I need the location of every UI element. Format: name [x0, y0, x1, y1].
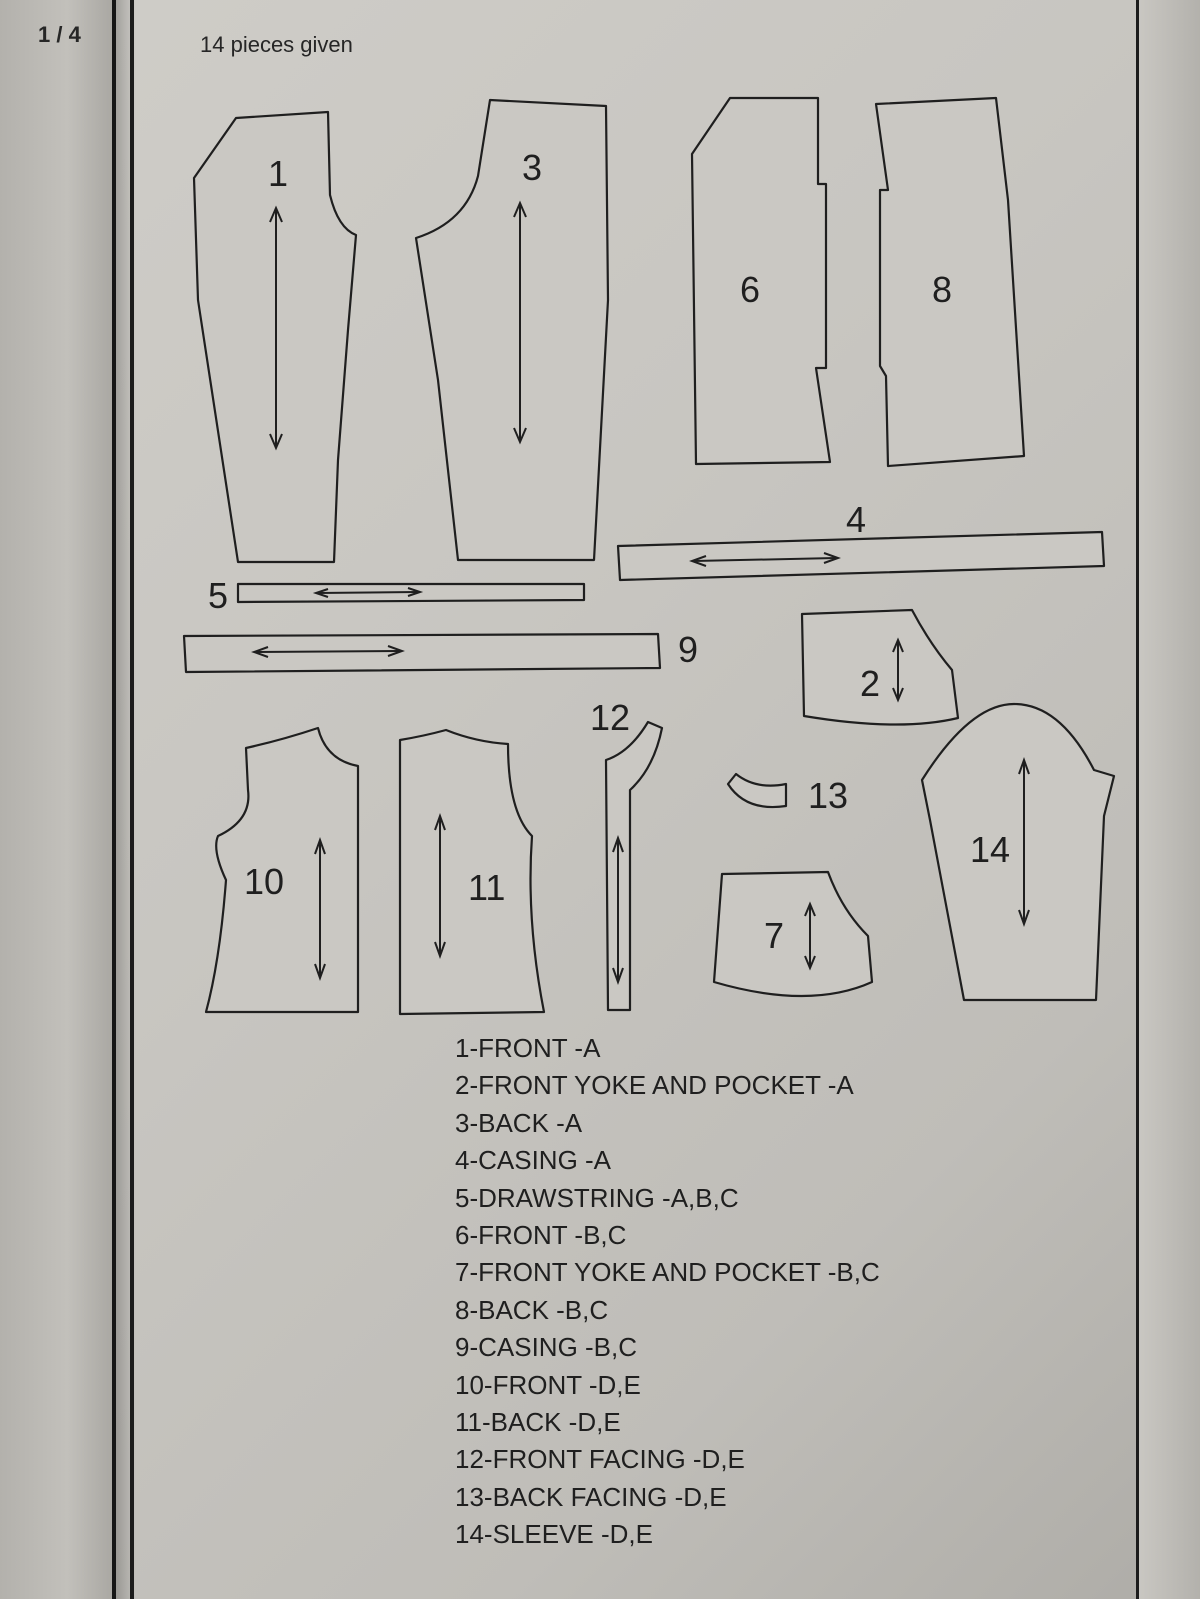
- piece-10-front-bodice: 10: [204, 726, 360, 1014]
- legend-item: 3-BACK -A: [455, 1107, 583, 1138]
- piece-11-back-bodice: 11: [398, 728, 546, 1016]
- legend-item: 10-FRONT -D,E: [455, 1369, 641, 1400]
- legend-item: 6-FRONT -B,C: [455, 1220, 627, 1251]
- piece-number-13: 13: [808, 775, 848, 816]
- piece-number-14: 14: [970, 829, 1010, 870]
- piece-number-8: 8: [932, 269, 952, 310]
- piece-6-front: 6: [690, 96, 832, 466]
- legend-item: 2-FRONT YOKE AND POCKET -A: [455, 1070, 854, 1101]
- pieces-given-label: 14 pieces given: [200, 32, 353, 57]
- legend-item: 7-FRONT YOKE AND POCKET -B,C: [455, 1257, 880, 1288]
- legend-item: 9-CASING -B,C: [455, 1332, 638, 1363]
- piece-7-front-yoke-pocket: 7: [712, 870, 874, 998]
- legend-item: 8-BACK -B,C: [455, 1294, 609, 1325]
- piece-8-back: 8: [874, 96, 1026, 468]
- legend-item: 14-SLEEVE -D,E: [455, 1519, 653, 1550]
- piece-4-casing: 4: [616, 499, 1106, 582]
- piece-2-front-yoke-pocket: 2: [800, 608, 960, 726]
- piece-14-sleeve: 14: [920, 702, 1116, 1002]
- piece-number-11: 11: [468, 867, 505, 908]
- piece-number-12: 12: [590, 697, 630, 738]
- piece-number-6: 6: [740, 269, 760, 310]
- legend-item: 12-FRONT FACING -D,E: [455, 1444, 745, 1475]
- piece-number-1: 1: [268, 153, 288, 194]
- piece-3-back: 3: [414, 98, 610, 562]
- piece-9-casing: 9: [182, 629, 698, 674]
- piece-number-7: 7: [764, 915, 784, 956]
- piece-number-10: 10: [244, 861, 284, 902]
- piece-5-drawstring: 5: [208, 575, 586, 616]
- piece-13-back-facing: 13: [726, 772, 848, 816]
- piece-1-front: 1: [192, 110, 358, 564]
- pattern-pieces-legend: 1-FRONT -A 2-FRONT YOKE AND POCKET -A 3-…: [455, 1030, 880, 1554]
- legend-item: 11-BACK -D,E: [455, 1407, 621, 1438]
- legend-item: 4-CASING -A: [455, 1145, 612, 1176]
- legend-item: 13-BACK FACING -D,E: [455, 1481, 727, 1512]
- legend-item: 1-FRONT -A: [455, 1033, 601, 1063]
- piece-number-9: 9: [678, 629, 698, 670]
- left-folded-page: [0, 0, 116, 1599]
- piece-number-3: 3: [522, 147, 542, 188]
- piece-number-4: 4: [846, 499, 866, 540]
- right-page-edge: [1139, 0, 1200, 1599]
- page-right-border: [1136, 0, 1139, 1599]
- piece-number-5: 5: [208, 575, 228, 616]
- legend-item: 5-DRAWSTRING -A,B,C: [455, 1182, 739, 1213]
- piece-12-front-facing: 12: [590, 697, 664, 1012]
- page-indicator: 1 / 4: [38, 22, 81, 47]
- piece-number-2: 2: [860, 663, 880, 704]
- page-left-border: [130, 0, 134, 1599]
